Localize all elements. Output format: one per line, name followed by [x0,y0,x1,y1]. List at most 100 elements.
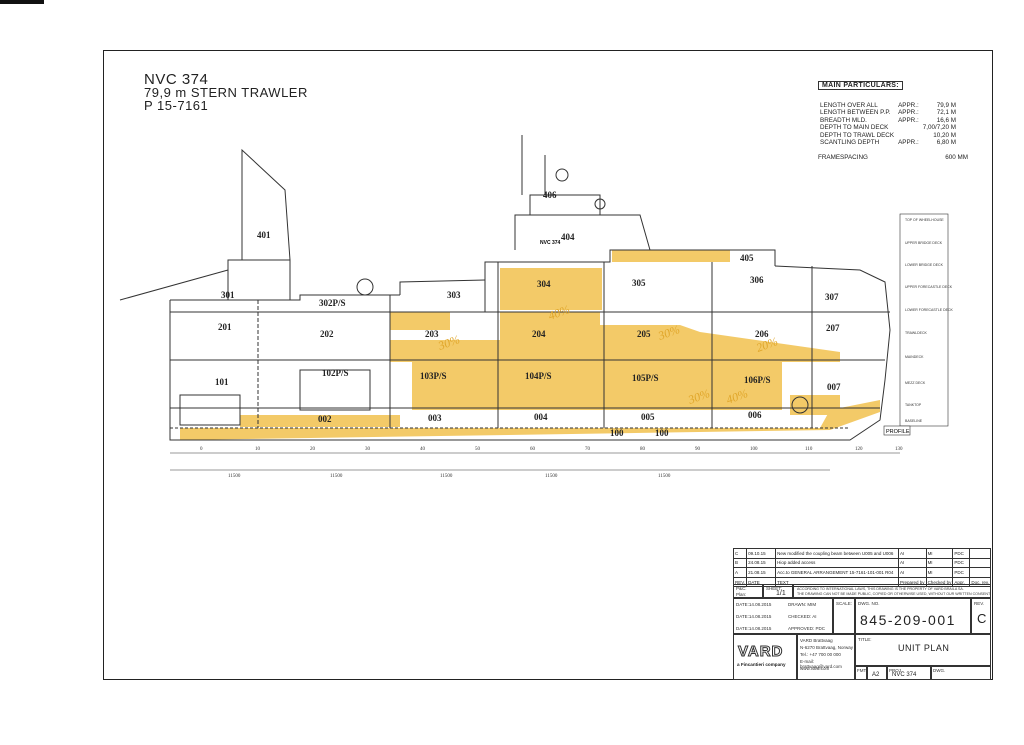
unit-label-206: 206 [755,329,769,339]
hull-outline [119,135,891,441]
frame-number: 0 [200,447,203,452]
rev-header-doc: Doc. rev. [969,576,991,588]
particular-appr: APPR.: [898,139,919,147]
revision-doc [969,557,991,569]
rev-value: C [977,611,987,626]
revision-text: Acc.to GENERAL ARRANGEMENT 15-7161-101-0… [775,567,900,578]
unit-label-101: 101 [215,377,229,387]
dimension-value: 11500 [658,474,671,479]
highlight-unit-304 [500,268,602,310]
address-line: Tel.: +47 700 00 000 [800,652,841,657]
vard-logo: VARD [737,643,784,661]
unit-label-401: 401 [257,230,271,240]
highlight-unit-203-top [390,312,450,330]
drawing-number: 845-209-001 [860,612,956,628]
frame-number: 120 [855,447,863,452]
frame-number: 20 [310,447,316,452]
drawing-title-block: NVC 374 79,9 m STERN TRAWLER P 15-7161 [144,72,308,113]
stern-gantry-tower [241,148,291,261]
deck-level-label: TOP OF WHEELHOUSE [905,218,944,222]
unit-label-207: 207 [826,323,840,333]
frame-number: 70 [585,447,591,452]
date-row: DATE:14.08.2015 [736,602,772,607]
ship-name-on-drawing: NVC 374 [540,240,561,246]
particular-value: 72,1 M [936,109,956,117]
role-row: CHECKED: AI [788,614,817,619]
size-cell: A2 [867,666,887,680]
rev-cell: REV. C [971,598,991,634]
particular-label: DEPTH TO MAIN DECK [820,124,889,132]
unit-label-306: 306 [750,275,764,285]
deck-legend-frame [899,213,949,427]
highlight-trawldeck-band [500,312,840,362]
unit-label-201: 201 [218,322,232,332]
unit-label-302ps: 302P/S [319,298,346,308]
sheet-cell: SHEET: 1/1 [763,584,793,598]
revision-approved: PDC [952,548,971,559]
revision-prepared: AI [898,567,927,578]
dimension-line [170,452,900,471]
deck-level-label: LOWER FORECASTLE DECK [905,308,954,312]
legal-notice-cell: ACCORDING TO INTERNATIONAL LAWS, THIS DR… [793,584,991,598]
hull-line [169,265,891,441]
revision-date: 24.08.15 [746,557,777,569]
rev-header-rev: REV. [732,576,748,588]
vard-logo-cell [733,634,797,680]
revision-checked: MI [925,567,954,578]
highlight-unit-002 [240,415,400,427]
particular-label: LENGTH OVER ALL [820,102,878,109]
revision-row: A 21.08.15 Acc.to GENERAL ARRANGEMENT 15… [732,567,991,578]
highlight-double-bottom [180,400,880,440]
legal-notice: ACCORDING TO INTERNATIONAL LAWS, THIS DR… [797,587,964,591]
frame-number: 60 [530,447,536,452]
particular-label: DEPTH TO TRAWL DECK [820,131,895,139]
legal-notice-2: THE DRAWING CAN NOT BE MADE PUBLIC, COPI… [797,592,991,596]
unit-label-106ps: 106P/S [744,375,771,385]
particular-appr: APPR.: [898,102,919,109]
deck-level-legend: TOP OF WHEELHOUSE UPPER BRIDGE DECK LOWE… [899,213,954,427]
unit-label-104ps: 104P/S [525,371,552,381]
unit-label-203: 203 [425,329,439,339]
address-line: N-6270 Brattvaag, Norway [800,645,854,650]
poop-deck-line [170,294,400,301]
pc-label: P&C: [736,586,747,591]
revision-row: B 24.08.15 Hiop added access AI MI PDC [732,557,991,569]
unit-label-100: 100 [610,428,624,438]
deck-house [399,279,486,295]
trawl-boom [119,269,229,301]
drawing-sheet-border [103,50,993,680]
rev-header-date: DATE [746,576,777,588]
dimension-value: 11500 [330,474,343,479]
deck-level-label: BASELINE [905,419,923,423]
revision-letter: B [732,557,748,569]
revision-date: 21.08.15 [746,567,777,578]
project-no: NVC 374 [892,672,917,678]
dwg-no-cell: DWG. NO. [855,598,971,634]
revision-text: Hiop added access [775,557,900,569]
framespacing-value: 600 MM [945,154,968,162]
revision-checked: MI [925,548,954,559]
dimension-value: 11500 [545,474,558,479]
role-row: DRAWN: MIM [788,602,817,607]
revision-letter: A [732,567,748,578]
date-row: DATE:14.08.2015 [736,626,772,631]
dates-cell: DATE:14.08.2015 DATE:14.08.2015 DATE:14.… [733,598,833,634]
highlight-unit-405 [612,250,730,262]
project-cell: PROJ. NVC 374 [887,666,931,680]
revision-approved: PDC [952,557,971,569]
particular-value: 79,9 M [936,102,956,109]
unit-label-204: 204 [532,329,546,339]
unit-label-404: 404 [561,232,575,242]
frame-number: 110 [805,447,813,452]
unit-label-205: 205 [637,329,651,339]
particular-value: 6,80 M [936,139,956,147]
unit-label-006: 006 [748,410,762,420]
project-number: P 15-7161 [144,98,209,113]
revision-checked: MI [925,557,954,569]
radome-2 [594,198,606,210]
frame-number: 90 [695,447,701,452]
title-cell: TITLE: [855,634,991,666]
particular-row: LENGTH OVER ALL APPR.: 79,9 M [818,102,958,109]
dwg-label: DWG. [933,668,946,673]
